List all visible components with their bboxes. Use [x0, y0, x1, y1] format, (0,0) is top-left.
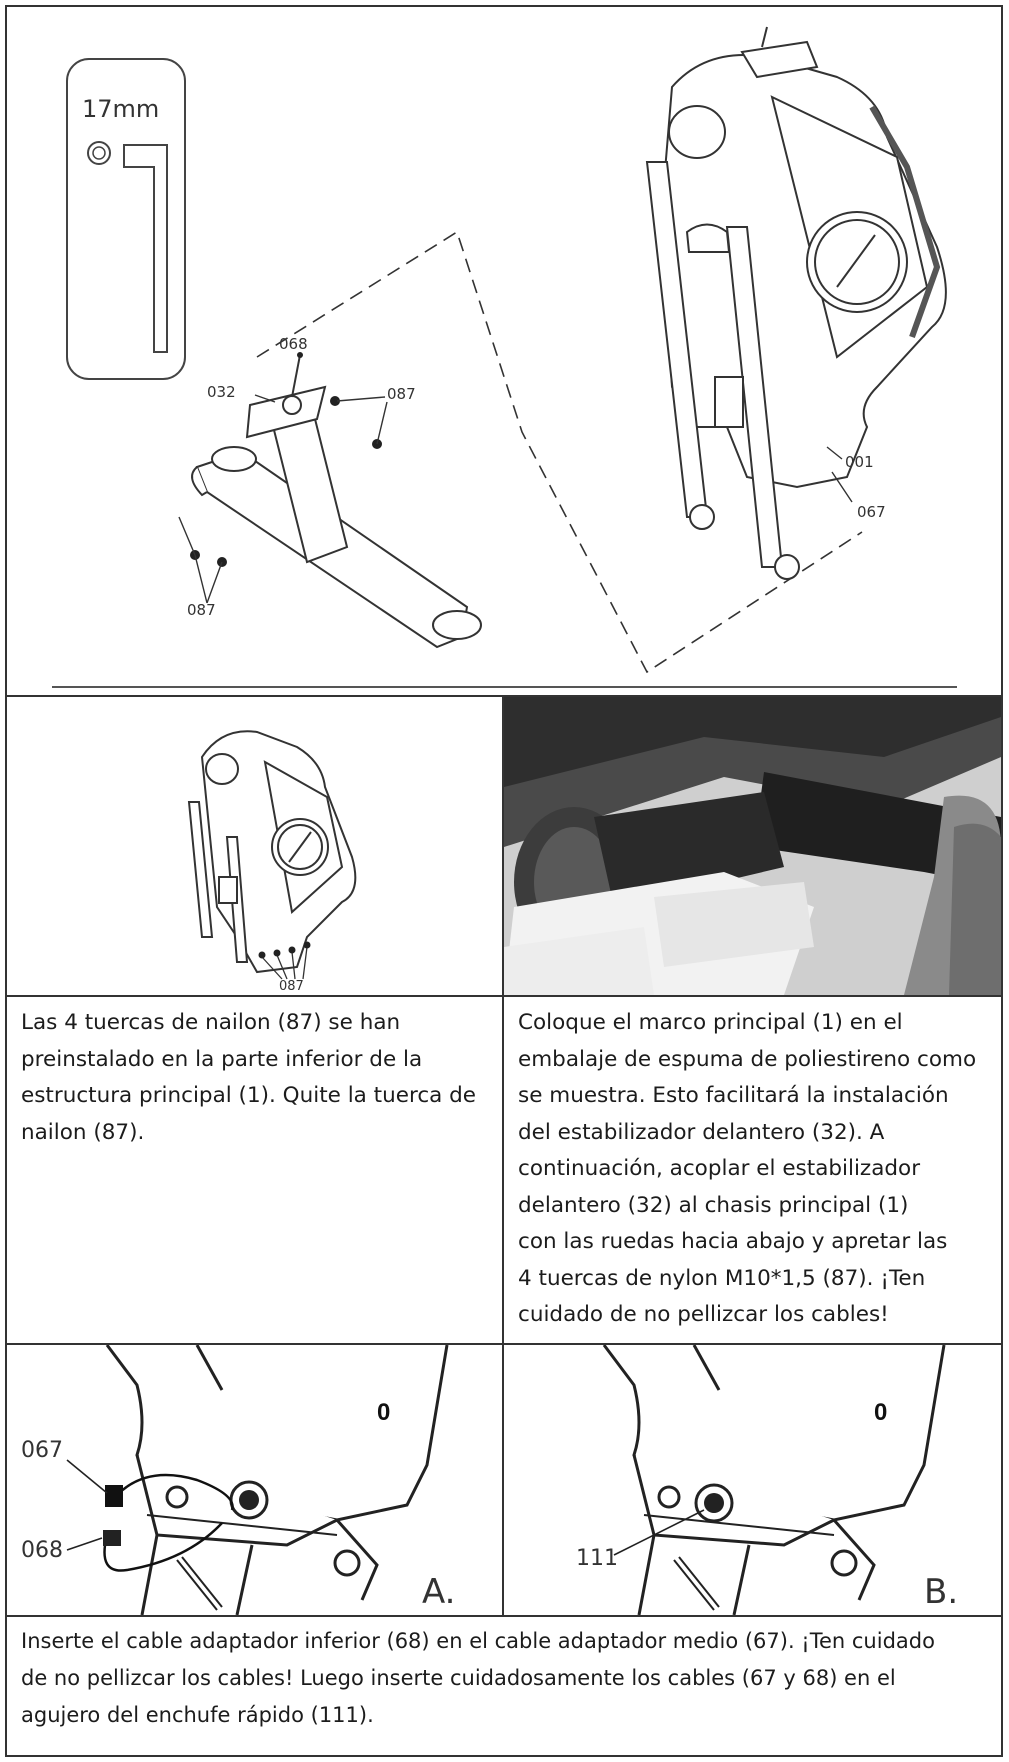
callout-087-bottom: 087 — [187, 601, 216, 619]
assembly-photo — [504, 697, 1001, 995]
text-line: preinstalado en la parte inferior de la — [21, 1046, 423, 1072]
frame-small-diagram: 087 — [7, 697, 502, 995]
callout-032: 032 — [207, 383, 236, 401]
corner-letter-a: A. — [422, 1572, 455, 1612]
text-line: se muestra. Esto facilitará la instalaci… — [518, 1083, 949, 1108]
exploded-assembly-diagram: 17mm — [7, 7, 1001, 695]
step-a-text: Las 4 tuercas de nailon (87) se han prei… — [7, 997, 502, 1343]
text-line: con las ruedas hacia abajo y apretar las — [518, 1229, 948, 1254]
text-line: Las 4 tuercas de nailon (87) se han — [21, 1010, 401, 1035]
callout-068: 068 — [279, 335, 308, 353]
text-line: 4 tuercas de nylon M10*1,5 (87). ¡Ten — [518, 1265, 926, 1291]
wrench-icon — [66, 58, 186, 380]
callout-067: 067 — [857, 503, 886, 521]
assembly-sheet: 17mm — [5, 5, 1003, 1757]
callout-067: 067 — [21, 1438, 63, 1463]
detail-diagram-a: 067 068 0 A. — [7, 1345, 502, 1615]
frame-mark: 0 — [874, 1399, 887, 1426]
detail-diagram-b: 111 0 B. — [504, 1345, 1001, 1615]
callout-111: 111 — [576, 1546, 618, 1571]
footer-instructions: Inserte el cable adaptador inferior (68)… — [7, 1617, 1001, 1755]
text-line: Coloque el marco principal (1) en el — [518, 1010, 903, 1035]
step-b-text: Coloque el marco principal (1) en el emb… — [504, 997, 1001, 1343]
callout-087-top: 087 — [387, 385, 416, 403]
wrench-size-label: 17mm — [82, 95, 159, 123]
text-line: del estabilizador delantero (32). A — [518, 1119, 885, 1145]
text-line: Inserte el cable adaptador inferior (68)… — [21, 1629, 935, 1653]
text-line: delantero (32) al chasis principal (1) — [518, 1192, 909, 1218]
text-line: nailon (87). — [21, 1119, 145, 1145]
text-line: cuidado de no pellizcar los cables! — [518, 1302, 889, 1327]
text-line: de no pellizcar los cables! Luego insert… — [21, 1666, 896, 1690]
corner-letter-b: B. — [924, 1572, 958, 1612]
frame-mark: 0 — [377, 1399, 390, 1426]
callout-001: 001 — [845, 453, 874, 471]
adapter-cables — [103, 1473, 234, 1572]
text-line: estructura principal (1). Quite la tuerc… — [21, 1083, 477, 1108]
text-line: agujero del enchufe rápido (111). — [21, 1703, 374, 1727]
text-line: continuación, acoplar el estabilizador — [518, 1156, 921, 1181]
callout-087: 087 — [279, 979, 304, 994]
quick-plug-socket — [694, 1483, 734, 1523]
quick-plug-socket — [229, 1480, 269, 1520]
callout-068: 068 — [21, 1538, 63, 1563]
main-frame-drawing — [645, 26, 947, 580]
front-stabilizer-drawing — [191, 354, 482, 649]
text-line: embalaje de espuma de poliestireno como — [518, 1046, 977, 1072]
